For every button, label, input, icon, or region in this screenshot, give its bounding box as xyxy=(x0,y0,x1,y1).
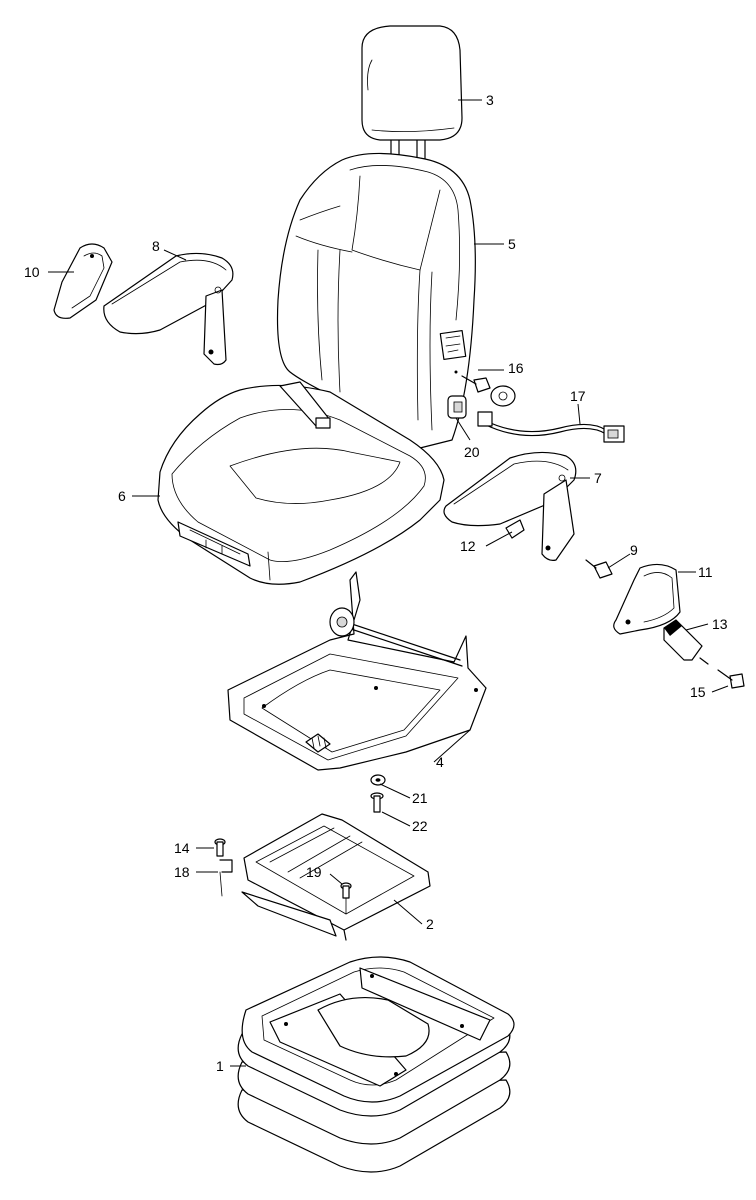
callout-2: 2 xyxy=(426,916,434,932)
callout-17: 17 xyxy=(570,388,586,404)
callout-7: 7 xyxy=(594,470,602,486)
suspension-part xyxy=(237,956,515,1173)
harness-17-part xyxy=(477,411,625,443)
callout-6: 6 xyxy=(118,488,126,504)
callout-20: 20 xyxy=(464,444,480,460)
callout-16: 16 xyxy=(508,360,524,376)
callout-22: 22 xyxy=(412,818,428,834)
callout-11: 11 xyxy=(698,564,713,580)
callout-18: 18 xyxy=(174,864,190,880)
callout-4: 4 xyxy=(436,754,444,770)
callout-10: 10 xyxy=(24,264,40,280)
callout-15: 15 xyxy=(690,684,706,700)
bolt-19-part xyxy=(340,882,352,915)
cover-11-part xyxy=(613,563,681,635)
seat-frame-part xyxy=(227,571,487,771)
slide-rail-part xyxy=(241,813,431,941)
callout-13: 13 xyxy=(712,616,728,632)
bolt-22-part xyxy=(370,792,384,813)
callout-8: 8 xyxy=(152,238,160,254)
callout-1: 1 xyxy=(216,1058,224,1074)
seat-cushion-part xyxy=(157,381,445,585)
bolt-9-part xyxy=(585,559,613,579)
callout-9: 9 xyxy=(630,542,638,558)
screw-15-part xyxy=(717,669,745,689)
left-armrest-part xyxy=(103,252,234,366)
callout-14: 14 xyxy=(174,840,190,856)
clip-18-part xyxy=(219,859,233,897)
callout-12: 12 xyxy=(460,538,476,554)
callout-3: 3 xyxy=(486,92,494,108)
callout-19: 19 xyxy=(306,864,322,880)
bolt-14-part xyxy=(214,838,226,857)
right-armrest-part xyxy=(443,451,577,561)
callout-5: 5 xyxy=(508,236,516,252)
bolt-16-part xyxy=(454,370,516,407)
leader-lines xyxy=(48,99,729,1067)
headrest-part xyxy=(361,25,463,185)
connector-20-part xyxy=(447,395,467,419)
left-armrest-cover-part xyxy=(53,243,113,319)
callout-21: 21 xyxy=(412,790,428,806)
switch-13-part xyxy=(663,619,709,665)
washer-21-part xyxy=(370,774,386,786)
